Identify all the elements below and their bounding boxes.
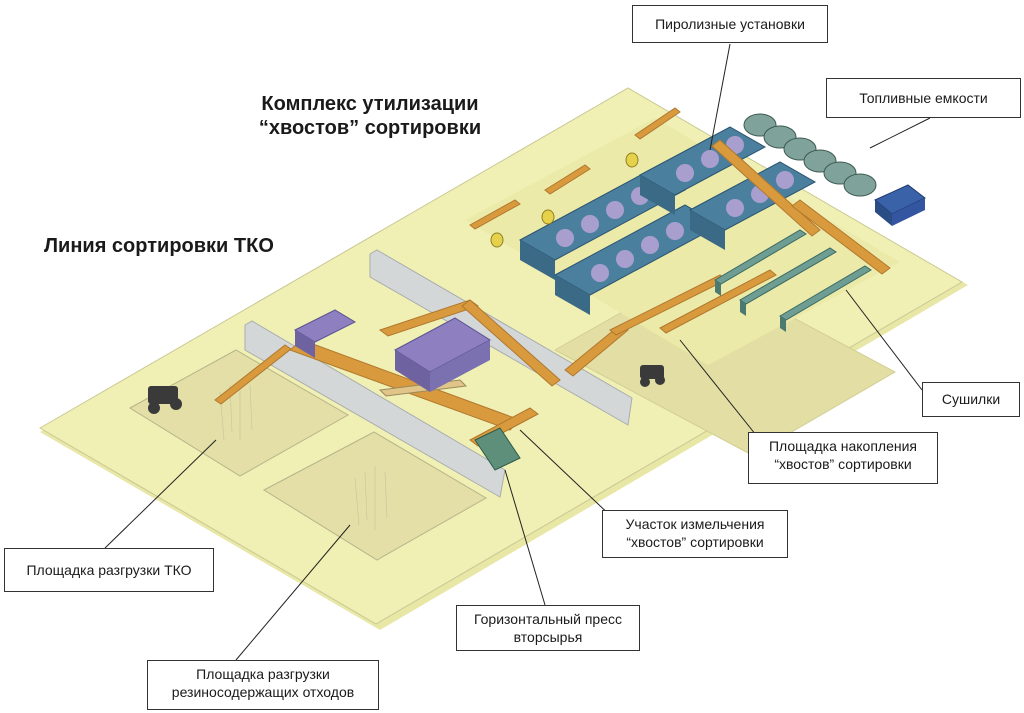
shredder-conveyor [564, 324, 629, 377]
complex-heading: Комплекс утилизации “хвостов” сортировки [240, 92, 500, 140]
horizontal-press [474, 427, 521, 471]
small-tanks [490, 152, 639, 248]
label-shredding-line2: “хвостов” сортировки [626, 534, 764, 550]
leader-lines [104, 43, 931, 661]
fuel-tank-cylinders [743, 113, 877, 197]
label-rubber-line2: резиносодержащих отходов [171, 684, 355, 700]
label-pyrolysis: Пиролизные установки [632, 5, 828, 43]
msw-unload-pad [129, 349, 350, 477]
wall-left [244, 320, 506, 498]
label-accumulation-line1: Площадка накопления [768, 438, 917, 454]
label-dryers: Сушилки [922, 382, 1020, 417]
label-press-line1: Горизонтальный пресс [474, 611, 622, 627]
label-shredding-line1: Участок измельчения [625, 516, 765, 532]
complex-heading-line1: Комплекс утилизации [261, 93, 479, 115]
complex-heading-line2: “хвостов” сортировки [258, 117, 482, 139]
sorting-line-heading: Линия сортировки ТКО [44, 235, 274, 257]
label-rubber-unload: Площадка разгрузки резиносодержащих отхо… [147, 660, 379, 710]
sorting-line-conveyors [214, 299, 561, 447]
dryers [714, 229, 872, 332]
loaders [148, 365, 665, 414]
pyrolysis-feed-conveyors [469, 107, 891, 336]
label-accumulation-line2: “хвостов” сортировки [774, 456, 912, 472]
label-press: Горизонтальный пресс вторсырья [456, 605, 640, 651]
label-press-line2: вторсырья [513, 629, 583, 645]
label-rubber-line1: Площадка разгрузки [196, 666, 330, 682]
label-shredding: Участок измельчения “хвостов” сортировки [602, 510, 788, 558]
label-unload-msw: Площадка разгрузки ТКО [4, 548, 214, 592]
label-fuel-tanks: Топливные емкости [826, 78, 1021, 118]
label-accumulation: Площадка накопления “хвостов” сортировки [748, 432, 938, 484]
sorting-cabins [293, 309, 491, 392]
